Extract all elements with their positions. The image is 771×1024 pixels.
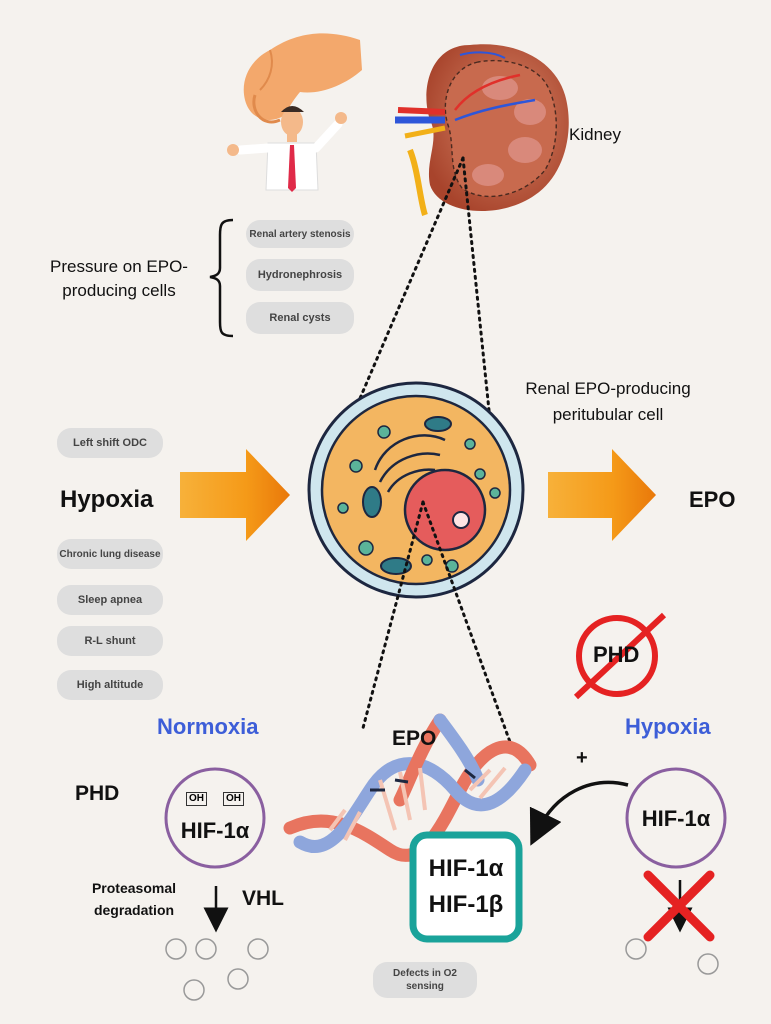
phd-prohibited-icon [573, 612, 667, 700]
hif-to-complex-arrow [529, 780, 629, 846]
oh-group-2: OH [223, 792, 244, 806]
hypoxia-cause-shunt: R-L shunt [57, 626, 163, 656]
kidney-illustration [395, 44, 569, 216]
hand-pressing-illustration [243, 33, 362, 124]
degraded-fragments [165, 938, 269, 1001]
person-illustration [227, 106, 347, 192]
cause-renal-artery-stenosis: Renal artery stenosis [246, 220, 354, 248]
normoxia-title: Normoxia [157, 714, 259, 739]
kidney-label: Kidney [569, 125, 621, 144]
brace [209, 218, 234, 338]
hif-normoxia-circle [164, 767, 266, 869]
hypoxia-title: Hypoxia [625, 714, 711, 739]
hypoxia-fragments [625, 938, 719, 975]
vhl-label: VHL [242, 887, 284, 910]
phd-label: PHD [75, 782, 120, 805]
hif-hypoxia-circle [625, 767, 727, 869]
peritubular-cell-illustration [307, 381, 525, 599]
plus-sign: + [576, 747, 588, 769]
cause-renal-cysts: Renal cysts [246, 302, 354, 334]
hif-normoxia-label: HIF-1α [180, 818, 250, 843]
hif-hypoxia-label: HIF-1α [641, 806, 711, 831]
hypoxia-cause-altitude: High altitude [57, 670, 163, 700]
cell-label: Renal EPO-producing peritubular cell [525, 379, 691, 424]
hypoxia-arrow [180, 449, 290, 541]
zoom-line-left [353, 156, 465, 412]
epo-main-label: EPO [689, 487, 736, 512]
pressure-title: Pressure on EPO-producing cells [50, 257, 188, 300]
oh-group-1: OH [186, 792, 207, 806]
blocked-x-icon [643, 870, 715, 942]
hypoxia-cause-left-shift: Left shift ODC [57, 428, 163, 458]
epo-arrow [548, 449, 656, 541]
hif-complex-box [409, 831, 523, 943]
zoom-line-right [461, 156, 492, 422]
nucleus-line-right [421, 500, 512, 744]
complex-hif1a: HIF-1α [428, 855, 504, 882]
hypoxia-main-label: Hypoxia [60, 486, 154, 513]
cause-hydronephrosis: Hydronephrosis [246, 259, 354, 291]
nucleus-line-left [361, 500, 425, 730]
complex-hif1b: HIF-1β [428, 891, 504, 918]
phd-prohibited-label: PHD [593, 642, 640, 667]
degradation-label: Proteasomal degradation [91, 880, 177, 918]
defects-label: Defects in O2 sensing [373, 962, 477, 998]
hypoxia-cause-sleep-apnea: Sleep apnea [57, 585, 163, 615]
hypoxia-cause-lung: Chronic lung disease [57, 539, 163, 569]
dna-epo-label: EPO [392, 727, 437, 750]
